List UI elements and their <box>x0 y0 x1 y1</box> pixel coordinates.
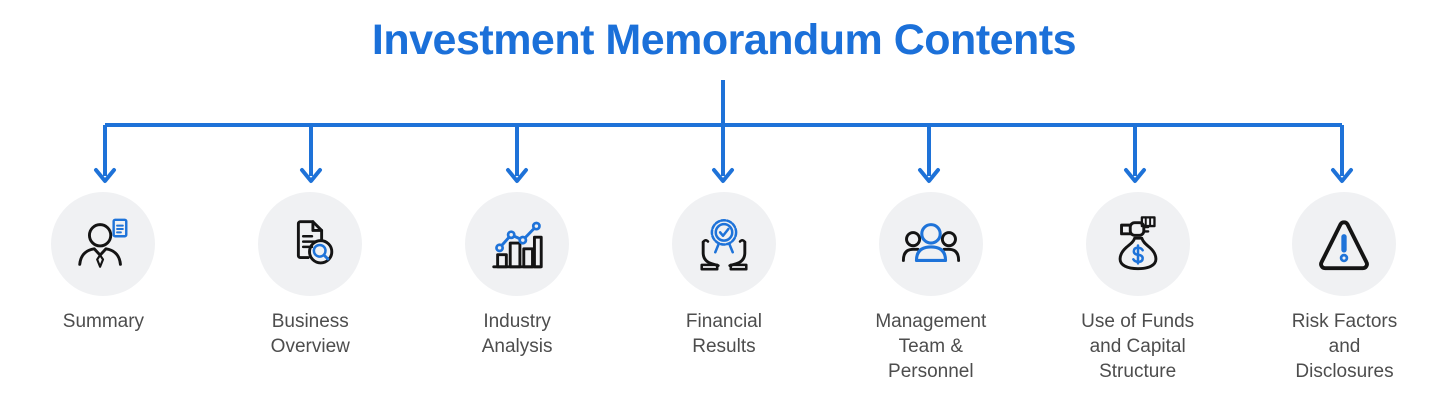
page-title: Investment Memorandum Contents <box>371 16 1077 64</box>
award-hands-icon <box>700 219 748 271</box>
warning-icon <box>1319 220 1370 271</box>
icon-circle <box>258 192 363 296</box>
item-summary: Summary <box>0 192 207 384</box>
icon-circle <box>878 192 983 296</box>
tree-connector-lines <box>94 80 1353 183</box>
icon-circle <box>671 192 776 296</box>
icon-circle <box>1292 192 1397 296</box>
icon-circle <box>465 192 570 296</box>
team-icon <box>901 223 960 263</box>
item-label: Summary <box>62 311 145 332</box>
person-document-icon <box>78 218 128 268</box>
icon-circle <box>1085 192 1190 296</box>
icon-circle <box>51 192 156 296</box>
money-bag-icon <box>1118 216 1158 271</box>
bar-chart-icon <box>492 221 543 269</box>
document-search-icon <box>297 220 334 265</box>
